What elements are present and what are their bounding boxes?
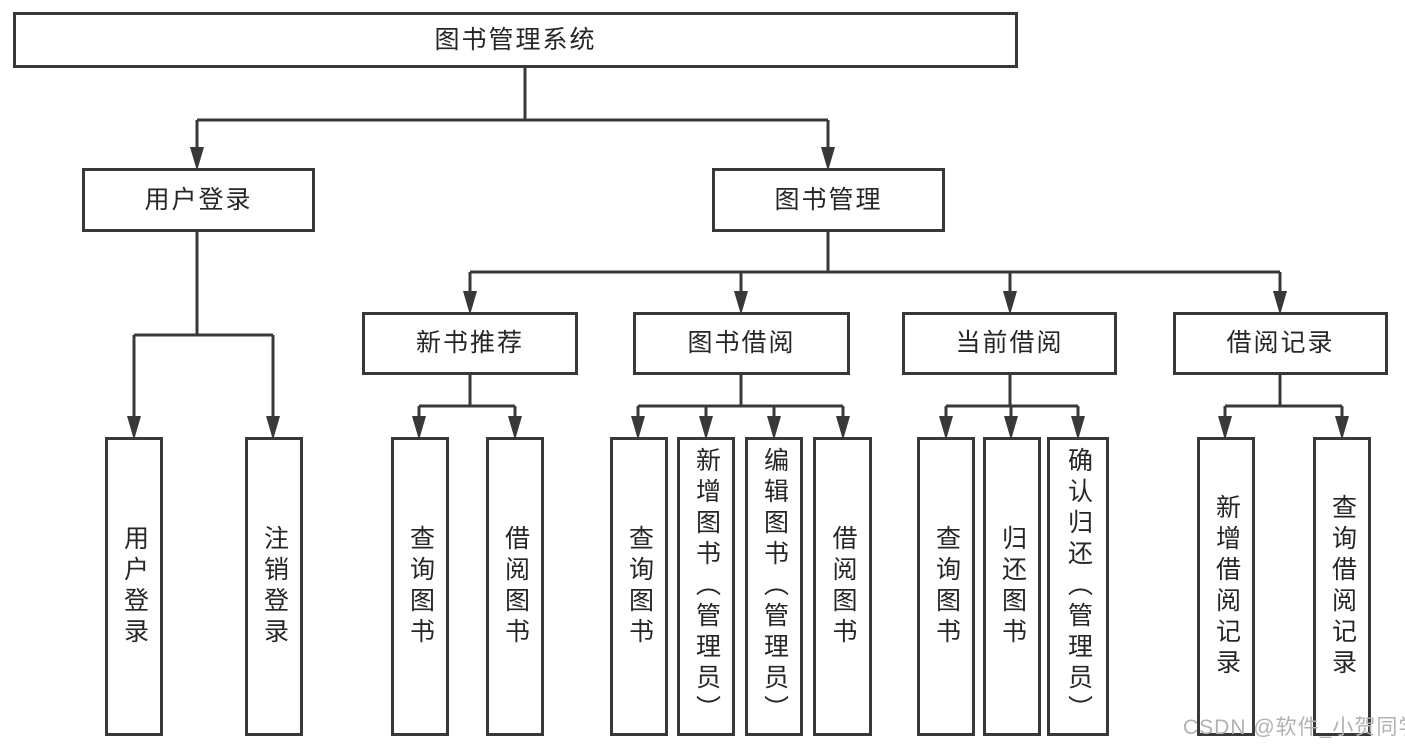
node-current-borrowing: 当前借阅 bbox=[902, 312, 1117, 375]
connector-root-to-level2 bbox=[197, 68, 828, 122]
node-root-label: 图书管理系统 bbox=[434, 25, 597, 54]
arrowhead bbox=[1003, 291, 1017, 315]
leaf-bb-edit-books: 编辑图书（管理员） bbox=[745, 437, 803, 736]
arrowhead bbox=[767, 416, 781, 440]
leaf-bb-borrow-books-label: 借阅图书 bbox=[829, 524, 857, 649]
node-user-login-label: 用户登录 bbox=[144, 185, 253, 214]
arrowhead bbox=[734, 291, 748, 315]
node-borrowing-records-label: 借阅记录 bbox=[1226, 329, 1335, 357]
arrowhead bbox=[463, 291, 477, 315]
leaf-cb-confirm-return-label: 确认归还（管理员） bbox=[1064, 447, 1093, 726]
leaf-br-add-record-label: 新增借阅记录 bbox=[1212, 493, 1241, 680]
arrowhead bbox=[1335, 416, 1349, 440]
arrowhead bbox=[508, 416, 522, 440]
leaf-bb-add-books-label: 新增图书（管理员） bbox=[692, 447, 721, 726]
arrowhead bbox=[699, 416, 713, 440]
leaf-nb-query-books-label: 查询图书 bbox=[406, 524, 435, 649]
arrowhead bbox=[266, 416, 280, 440]
arrowhead bbox=[412, 416, 426, 440]
connector-newbook-to-leaves bbox=[419, 375, 515, 408]
arrowhead bbox=[836, 416, 850, 440]
arrowhead bbox=[939, 416, 953, 440]
leaf-bb-edit-books-label: 编辑图书（管理员） bbox=[760, 447, 789, 726]
arrowhead bbox=[1218, 416, 1232, 440]
node-new-book-recommend: 新书推荐 bbox=[362, 312, 578, 375]
connector-bookborrow-to-leaves bbox=[638, 375, 843, 408]
node-root: 图书管理系统 bbox=[13, 12, 1018, 68]
node-current-borrowing-label: 当前借阅 bbox=[955, 329, 1064, 357]
arrowhead bbox=[1004, 416, 1018, 440]
connector-bookmgmt-to-level3 bbox=[470, 232, 1280, 274]
leaf-nb-borrow-books-label: 借阅图书 bbox=[501, 524, 530, 649]
leaf-br-query-record-label: 查询借阅记录 bbox=[1328, 493, 1357, 680]
node-book-borrowing: 图书借阅 bbox=[633, 312, 850, 375]
node-new-book-recommend-label: 新书推荐 bbox=[415, 329, 524, 357]
leaf-cb-query-books: 查询图书 bbox=[917, 437, 975, 736]
leaf-bb-query-books-label: 查询图书 bbox=[625, 524, 654, 649]
connector-records-to-leaves bbox=[1225, 375, 1342, 408]
node-borrowing-records: 借阅记录 bbox=[1173, 312, 1388, 375]
connector-userlogin-to-leaves bbox=[134, 232, 273, 337]
leaf-cb-confirm-return: 确认归还（管理员） bbox=[1047, 437, 1109, 736]
leaf-bb-add-books: 新增图书（管理员） bbox=[677, 437, 735, 736]
leaf-cb-return-books: 归还图书 bbox=[983, 437, 1041, 736]
arrowhead bbox=[631, 416, 645, 440]
leaf-bb-borrow-books: 借阅图书 bbox=[813, 437, 872, 736]
arrowhead bbox=[127, 416, 141, 440]
leaf-user-login: 用户登录 bbox=[105, 437, 163, 736]
node-user-login: 用户登录 bbox=[82, 168, 315, 232]
leaf-nb-query-books: 查询图书 bbox=[391, 437, 449, 736]
arrowhead bbox=[1071, 416, 1085, 440]
node-book-management-label: 图书管理 bbox=[774, 185, 883, 214]
leaf-user-login-label: 用户登录 bbox=[120, 524, 149, 649]
arrowhead bbox=[1273, 291, 1287, 315]
node-book-borrowing-label: 图书借阅 bbox=[687, 329, 796, 357]
arrowhead bbox=[190, 147, 204, 171]
leaf-nb-borrow-books: 借阅图书 bbox=[486, 437, 544, 736]
leaf-cb-query-books-label: 查询图书 bbox=[932, 524, 961, 649]
leaf-br-add-record: 新增借阅记录 bbox=[1197, 437, 1255, 736]
leaf-cb-return-books-label: 归还图书 bbox=[998, 524, 1027, 649]
leaf-bb-query-books: 查询图书 bbox=[610, 437, 668, 736]
watermark-text: CSDN @软件_小贺同学 bbox=[1183, 716, 1405, 739]
leaf-logout: 注销登录 bbox=[245, 437, 303, 736]
leaf-br-query-record: 查询借阅记录 bbox=[1313, 437, 1371, 736]
arrowhead bbox=[821, 147, 835, 171]
leaf-logout-label: 注销登录 bbox=[260, 524, 289, 649]
connector-currentborrow-to-leaves bbox=[946, 375, 1078, 408]
node-book-management: 图书管理 bbox=[712, 168, 945, 232]
